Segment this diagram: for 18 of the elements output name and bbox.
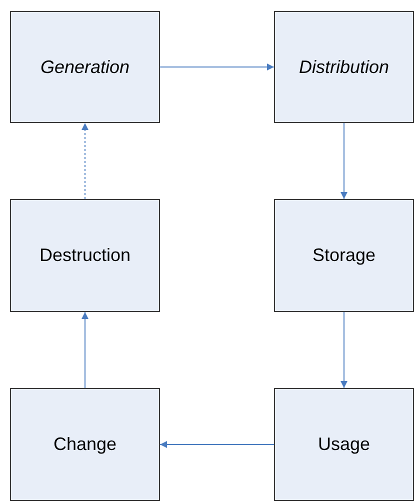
process-box bbox=[274, 199, 414, 312]
process-box bbox=[274, 388, 414, 501]
arrow bbox=[82, 122, 88, 200]
box-label: Change bbox=[53, 434, 117, 455]
box-label: Usage bbox=[318, 434, 370, 455]
box-label: Generation bbox=[40, 56, 130, 78]
arrow bbox=[82, 312, 88, 388]
box-label: Destruction bbox=[39, 245, 131, 266]
arrow bbox=[340, 122, 348, 200]
process-box bbox=[10, 11, 160, 123]
arrow bbox=[340, 312, 348, 388]
box-label: Storage bbox=[312, 245, 376, 266]
process-box bbox=[10, 199, 160, 312]
arrow bbox=[160, 64, 274, 70]
process-box bbox=[274, 11, 414, 123]
process-box bbox=[10, 388, 160, 501]
arrow bbox=[160, 441, 274, 448]
box-label: Distribution bbox=[298, 56, 390, 78]
